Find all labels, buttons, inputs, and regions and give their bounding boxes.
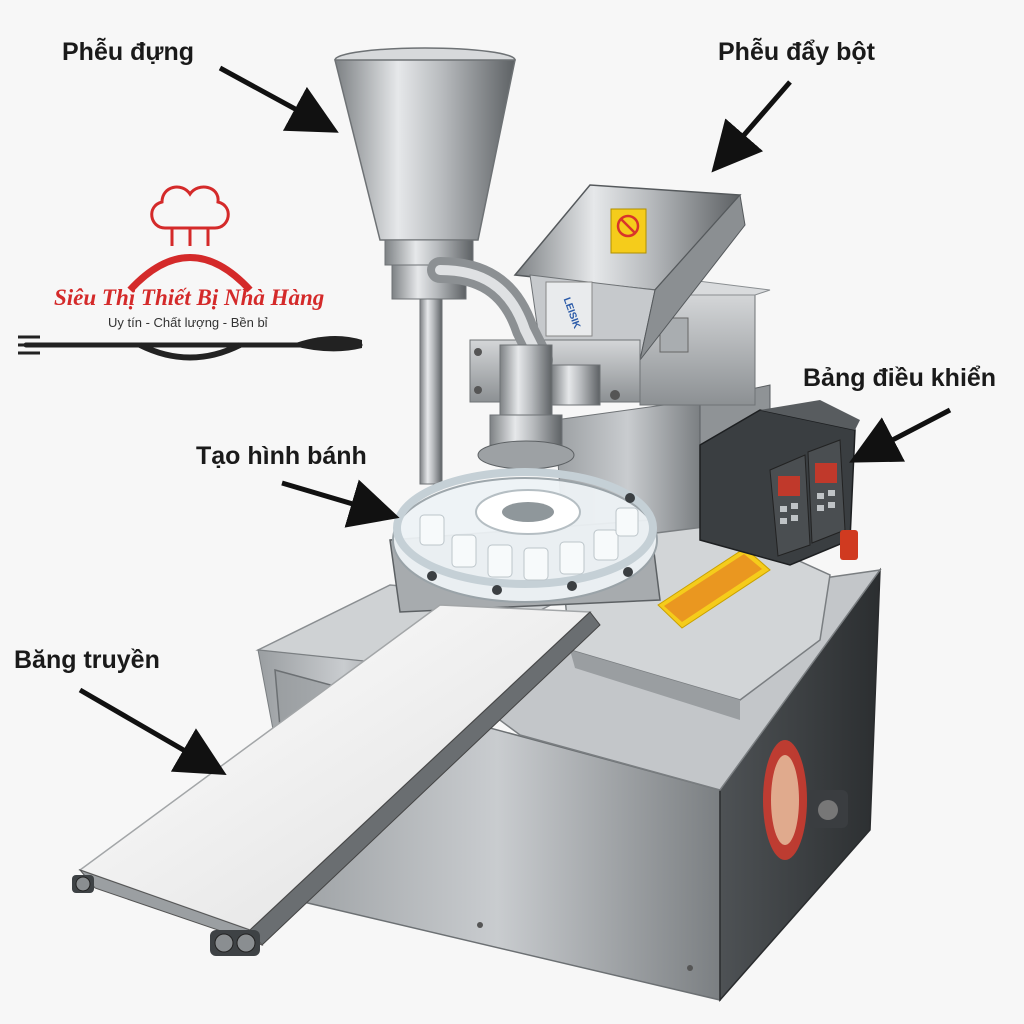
label-control-panel: Bảng điều khiển [803, 364, 997, 392]
arrow-control-panel [849, 407, 952, 463]
arrow-feed-hopper [218, 65, 339, 133]
label-dough-hopper: Phễu đẩy bột [718, 38, 875, 66]
conveyor-belt [72, 604, 601, 956]
forming-unit [389, 468, 661, 613]
label-feed-hopper: Phễu đựng [62, 38, 194, 66]
callout-arrows [78, 65, 952, 776]
label-conveyor: Băng truyền [14, 646, 160, 674]
brand-slogan: Uy tín - Chất lượng - Bền bỉ [108, 315, 268, 330]
fill-hopper [334, 47, 601, 485]
brand-logo-graphic [18, 185, 363, 361]
label-forming-unit: Tạo hình bánh [196, 442, 367, 470]
brand-logo: Siêu Thị Thiết Bị Nhà Hàng Uy tín - Chất… [10, 175, 370, 375]
control-panel [699, 400, 860, 566]
dough-hopper: LEISIK [469, 184, 746, 403]
arrow-conveyor [78, 687, 227, 776]
brand-name: Siêu Thị Thiết Bị Nhà Hàng [54, 285, 325, 310]
arrow-dough-hopper [711, 80, 792, 173]
warning-sticker [657, 547, 771, 629]
arrow-forming-unit [281, 479, 400, 528]
